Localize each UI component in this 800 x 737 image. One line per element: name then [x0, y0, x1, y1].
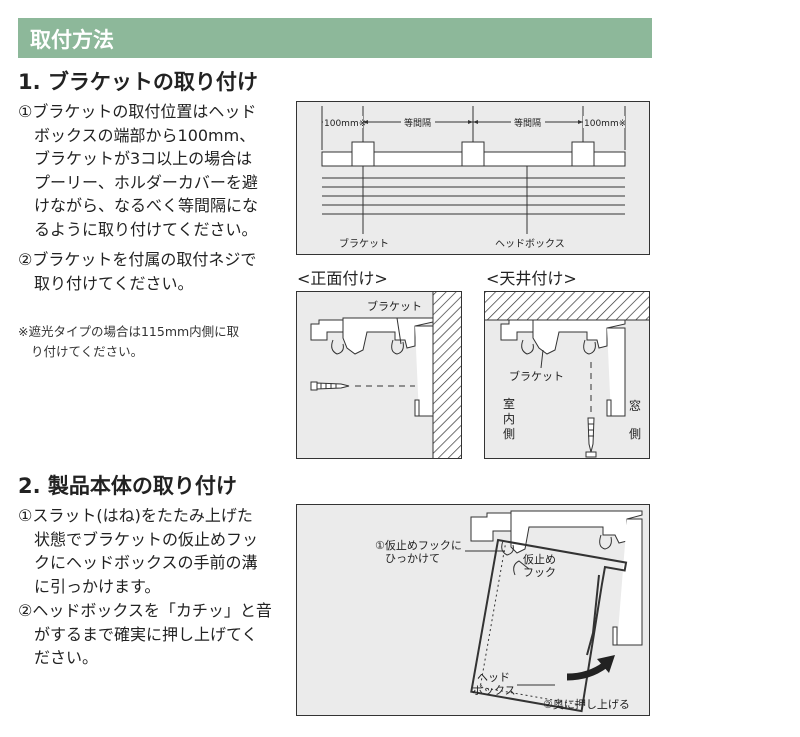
- front-mount-caption: <正面付け>: [297, 269, 388, 288]
- step-line: クにヘッドボックスの手前の溝: [34, 553, 258, 572]
- section2-step2: ②ヘッドボックスを「カチッ」と音 がするまで確実に押し上げてく ださい。: [18, 599, 272, 670]
- step-line: ②ブラケットを付属の取付ネジで: [18, 250, 257, 269]
- step-line: プーリー、ホルダーカバーを避: [34, 172, 258, 192]
- step-line: 状態でブラケットの仮止めフッ: [34, 529, 259, 549]
- product-install-diagram: ①仮止めフックに ひっかけて 仮止め フック ヘッド ボックス ②奥に押し上げる: [296, 504, 650, 716]
- section2-step1: ①スラット(はね)をたたみ上げた 状態でブラケットの仮止めフッ クにヘッドボック…: [18, 504, 258, 598]
- dim-mid2-label: 等間隔: [514, 117, 541, 129]
- label-window-1: 窓: [629, 398, 641, 413]
- label-bracket: ブラケット: [339, 237, 389, 250]
- section1-step2: ②ブラケットを付属の取付ネジで 取り付けてください。: [18, 248, 256, 295]
- step-line: けながら、なるべく等間隔にな: [34, 196, 259, 215]
- product-install-drawing: ①仮止めフックに ひっかけて 仮止め フック ヘッド ボックス ②奥に押し上げる: [375, 510, 643, 713]
- label-bracket: ブラケット: [509, 369, 564, 383]
- dim-mid1-label: 等間隔: [404, 117, 431, 129]
- section1-step1: ①ブラケットの取付位置はヘッド ボックスの端部から100mm、 ブラケットが3コ…: [18, 100, 258, 241]
- ceiling-mount-caption: <天井付け>: [486, 269, 577, 288]
- label-indoor-2: 内: [503, 412, 515, 426]
- section2-title: 2. 製品本体の取り付け: [18, 474, 237, 498]
- step-line: ①ブラケットの取付位置はヘッド: [18, 102, 257, 121]
- step-line: ボックスの端部から100mm、: [34, 125, 256, 145]
- label-bracket: ブラケット: [367, 299, 422, 313]
- label-window-2: 側: [629, 427, 641, 441]
- bracket-spacing-diagram: 100mm※ 等間隔 等間隔 100mm※ ブラケット ヘッドボックス: [296, 101, 650, 255]
- ceiling-mount-diagram: ブラケット 室 内 側 窓 側: [484, 291, 650, 459]
- label-headbox: ヘッドボックス: [495, 238, 565, 250]
- step-line: に引っかけます。: [34, 576, 161, 596]
- header-title: 取付方法: [30, 28, 114, 52]
- section1-title: 1. ブラケットの取り付け: [18, 70, 258, 94]
- step-line: ①スラット(はね)をたたみ上げた: [18, 506, 253, 525]
- step-line: ②ヘッドボックスを「カチッ」と音: [18, 601, 272, 620]
- label-hook-line1: ①仮止めフックに: [375, 539, 462, 552]
- step-line: がするまで確実に押し上げてく: [34, 624, 258, 644]
- ceiling-mount-drawing: ブラケット 室 内 側 窓 側: [485, 292, 649, 458]
- step-line: るように取り付けてください。: [34, 219, 258, 239]
- front-mount-drawing: ブラケット: [310, 292, 461, 458]
- note-line: ※遮光タイプの場合は115mm内側に取: [18, 324, 240, 339]
- step-line: ださい。: [34, 648, 99, 667]
- front-mount-diagram: ブラケット: [296, 291, 462, 459]
- section1-note: ※遮光タイプの場合は115mm内側に取 り付けてください。: [18, 322, 239, 362]
- label-temp-hook-line1: 仮止め: [523, 553, 556, 566]
- label-headbox-line2: ボックス: [472, 684, 516, 697]
- label-headbox-line1: ヘッド: [477, 671, 510, 684]
- label-hook-line2: ひっかけて: [385, 552, 440, 565]
- label-indoor-3: 側: [503, 427, 515, 441]
- dim-left-label: 100mm※: [324, 119, 366, 129]
- step-line: 取り付けてください。: [34, 273, 194, 293]
- label-indoor-1: 室: [503, 396, 515, 411]
- label-push-up: ②奥に押し上げる: [543, 697, 630, 711]
- section-header-bar: 取付方法: [18, 18, 652, 58]
- dim-right-label: 100mm※: [584, 119, 626, 129]
- label-temp-hook-line2: フック: [523, 566, 556, 579]
- bracket-spacing-drawing: 100mm※ 等間隔 等間隔 100mm※ ブラケット ヘッドボックス: [321, 106, 626, 250]
- note-line: り付けてください。: [31, 344, 144, 359]
- step-line: ブラケットが3コ以上の場合は: [34, 149, 253, 168]
